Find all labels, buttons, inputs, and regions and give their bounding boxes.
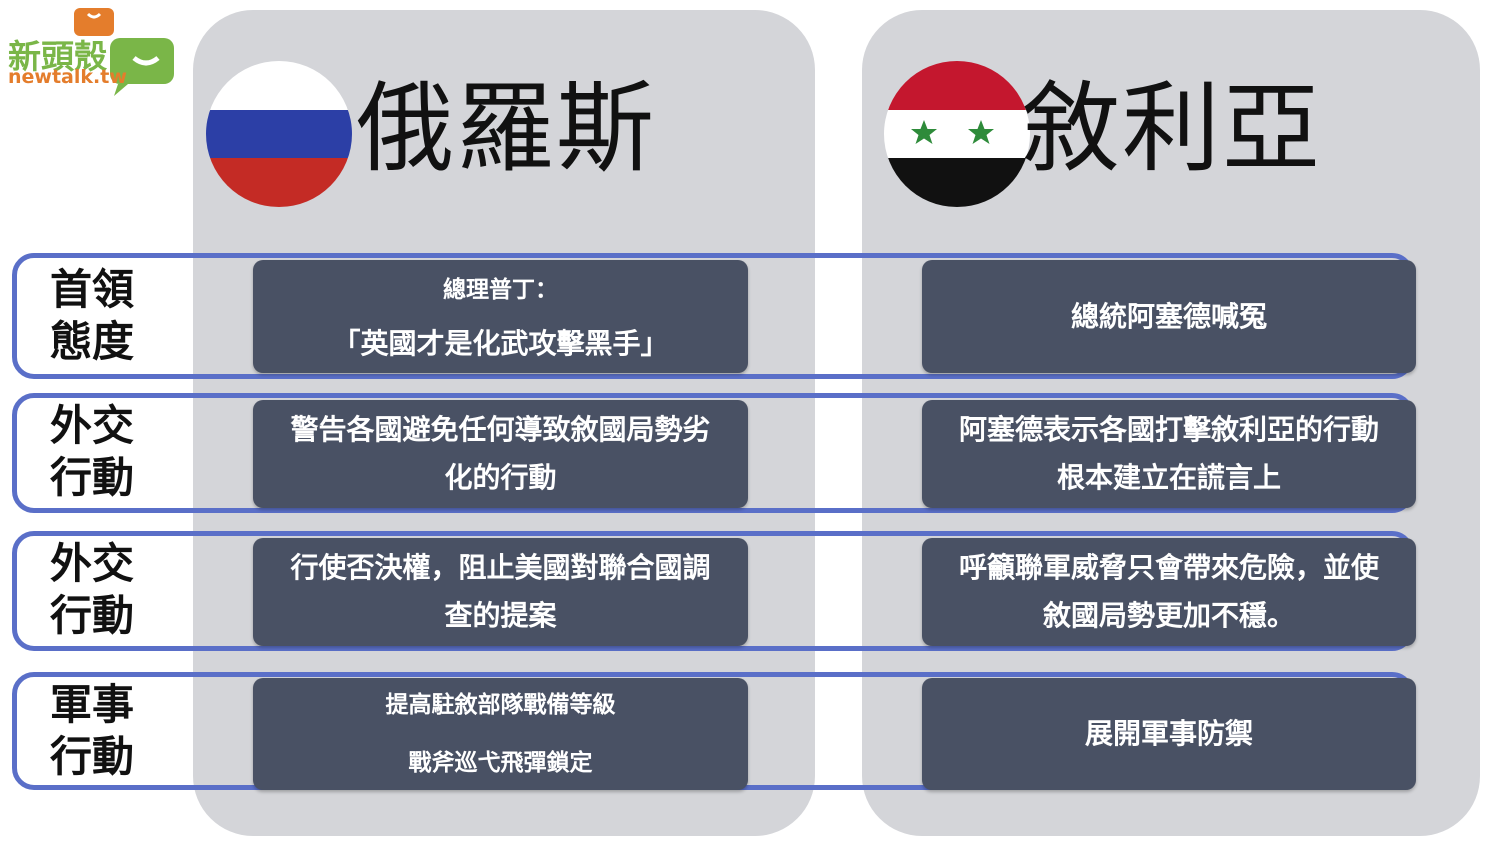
row-label-line: 首領 xyxy=(50,265,135,314)
row-label-line: 行動 xyxy=(50,732,135,781)
syria-title: 敘利亞 xyxy=(1022,72,1323,186)
russia-title: 俄羅斯 xyxy=(356,72,657,186)
syria-flag-icon xyxy=(884,61,1030,207)
cell-line: 戰斧巡弋飛彈鎖定 xyxy=(408,750,593,776)
syria-cell-diplomacy-1: 阿塞德表示各國打擊敘利亞的行動 根本建立在謊言上 xyxy=(922,400,1416,508)
cell-line: 展開軍事防禦 xyxy=(1084,717,1253,750)
syria-cell-military: 展開軍事防禦 xyxy=(922,678,1416,790)
cell-line: 呼籲聯軍威脅只會帶來危險，並使 xyxy=(958,551,1379,584)
russia-flag-icon xyxy=(206,61,352,207)
russia-cell-military: 提高駐敘部隊戰備等級 戰斧巡弋飛彈鎖定 xyxy=(253,678,748,790)
russia-cell-leader: 總理普丁： 「英國才是化武攻擊黑手」 xyxy=(253,260,748,373)
cell-line: 行使否決權，阻止美國對聯合國調 xyxy=(290,551,711,584)
russia-cell-diplomacy-1: 警告各國避免任何導致敘國局勢劣 化的行動 xyxy=(253,400,748,508)
newtalk-logo xyxy=(6,8,178,98)
cell-line: 總理普丁： xyxy=(443,276,558,303)
row-label-diplomacy-2: 外交 行動 xyxy=(50,538,134,642)
cell-line: 查的提案 xyxy=(444,599,557,632)
row-label-military: 軍事 行動 xyxy=(50,679,134,783)
green-star-icon xyxy=(911,120,994,144)
row-label-line: 行動 xyxy=(50,453,135,502)
cell-line: 化的行動 xyxy=(444,461,557,494)
row-label-line: 行動 xyxy=(50,591,135,640)
cell-line: 總統阿塞德喊冤 xyxy=(1070,299,1267,333)
logo-name-zh: 新頭殼 xyxy=(8,37,107,76)
cell-line: 警告各國避免任何導致敘國局勢劣 xyxy=(290,413,711,446)
russia-cell-diplomacy-2: 行使否決權，阻止美國對聯合國調 查的提案 xyxy=(253,538,748,646)
row-label-leader: 首領 態度 xyxy=(50,264,134,368)
row-label-line: 外交 xyxy=(50,401,135,450)
speech-bubble-logo-icon xyxy=(74,8,174,96)
row-label-diplomacy-1: 外交 行動 xyxy=(50,400,134,504)
cell-line: 「英國才是化武攻擊黑手」 xyxy=(332,326,669,360)
cell-line: 根本建立在謊言上 xyxy=(1056,461,1281,494)
cell-line: 敘國局勢更加不穩。 xyxy=(1042,599,1295,632)
row-label-line: 軍事 xyxy=(50,680,135,729)
syria-cell-leader: 總統阿塞德喊冤 xyxy=(922,260,1416,373)
cell-line: 提高駐敘部隊戰備等級 xyxy=(385,692,616,718)
logo-name-en: newtalk.tw xyxy=(8,66,127,88)
cell-line: 阿塞德表示各國打擊敘利亞的行動 xyxy=(958,413,1379,446)
row-label-line: 態度 xyxy=(50,317,135,366)
row-label-line: 外交 xyxy=(50,539,135,588)
syria-cell-diplomacy-2: 呼籲聯軍威脅只會帶來危險，並使 敘國局勢更加不穩。 xyxy=(922,538,1416,646)
